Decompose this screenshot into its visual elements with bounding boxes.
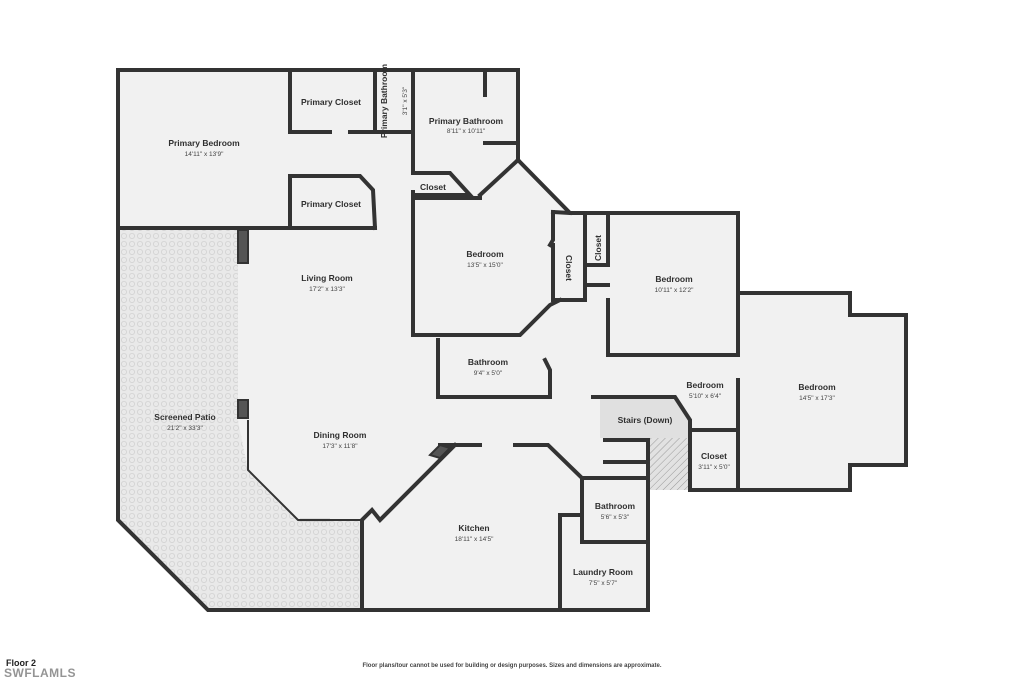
room-dim-laundry-room: 7'5" x 5'7" (589, 580, 618, 587)
room-dim-bedroom-1: 13'5" x 15'0" (467, 262, 503, 269)
room-labels: Primary Bedroom 14'11" x 13'9" Primary C… (154, 63, 836, 587)
room-name-screened-patio: Screened Patio (154, 412, 215, 422)
room-name-living-room: Living Room (301, 273, 353, 283)
room-name-primary-bathroom: Primary Bathroom (429, 116, 504, 126)
room-name-bathroom-1: Bathroom (468, 357, 509, 367)
room-dim-bathroom-1: 9'4" x 5'0" (474, 370, 503, 377)
room-dim-primary-bathroom-small: 3'1" x 5'3" (402, 86, 409, 115)
room-name-closet-3: Closet (593, 235, 603, 261)
room-dim-bedroom-2: 10'11" x 12'2" (655, 287, 694, 294)
room-name-primary-bathroom-small: Primary Bathroom (379, 63, 389, 138)
room-dim-bedroom-4: 14'5" x 17'3" (799, 395, 835, 402)
walls (116, 68, 908, 612)
room-name-dining-room: Dining Room (314, 430, 367, 440)
floor-area (118, 70, 906, 610)
room-dim-bedroom-3: 5'10" x 6'4" (689, 393, 722, 400)
room-dim-screened-patio: 21'2" x 33'3" (167, 425, 203, 432)
room-name-closet-1: Closet (420, 182, 446, 192)
screened-patio-floor (118, 230, 362, 610)
room-name-stairs: Stairs (Down) (618, 415, 673, 425)
watermark: SWFLAMLS (4, 666, 76, 680)
room-dim-living-room: 17'2" x 13'3" (309, 286, 345, 293)
room-dim-primary-bathroom: 8'11" x 10'11" (447, 128, 486, 135)
room-dim-dining-room: 17'3" x 11'8" (322, 443, 358, 450)
room-name-kitchen: Kitchen (458, 523, 489, 533)
room-name-primary-bedroom: Primary Bedroom (168, 138, 240, 148)
floor-label: Floor 2 (6, 658, 37, 668)
room-name-primary-closet-2: Primary Closet (301, 199, 361, 209)
room-dim-kitchen: 18'11" x 14'5" (455, 536, 494, 543)
room-dim-primary-bedroom: 14'11" x 13'9" (185, 151, 224, 158)
room-name-closet-2: Closet (564, 255, 574, 281)
room-name-bathroom-2: Bathroom (595, 501, 636, 511)
disclaimer-text: Floor plans/tour cannot be used for buil… (362, 663, 662, 669)
room-dim-bathroom-2: 5'6" x 5'3" (601, 514, 630, 521)
room-dim-closet-4: 3'11" x 5'0" (698, 464, 730, 471)
room-name-bedroom-4: Bedroom (798, 382, 836, 392)
room-name-bedroom-3: Bedroom (686, 380, 724, 390)
room-name-closet-4: Closet (701, 451, 727, 461)
room-name-bedroom-2: Bedroom (655, 274, 693, 284)
room-name-laundry-room: Laundry Room (573, 567, 633, 577)
room-name-bedroom-1: Bedroom (466, 249, 504, 259)
room-name-primary-closet-1: Primary Closet (301, 97, 361, 107)
